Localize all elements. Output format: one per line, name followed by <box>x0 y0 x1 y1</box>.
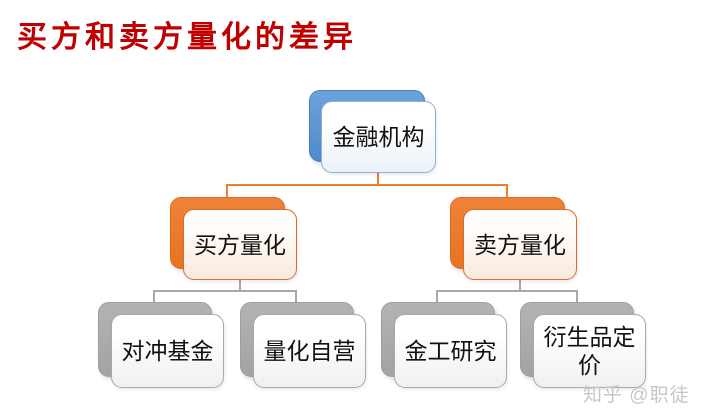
connector-segment <box>226 184 228 198</box>
node-derivatives-pricing: 衍生品定价 <box>520 302 646 388</box>
connector-segment <box>153 290 155 303</box>
connector-segment <box>153 290 296 292</box>
connector-segment <box>239 278 241 291</box>
node-label: 对冲基金 <box>121 338 214 364</box>
node-card: 金融机构 <box>321 101 436 173</box>
connector-segment <box>227 184 508 186</box>
node-card: 买方量化 <box>183 209 297 280</box>
node-financial-engineering-research: 金工研究 <box>381 302 507 388</box>
node-card: 卖方量化 <box>463 209 577 280</box>
connector-segment <box>506 184 508 198</box>
node-buy-side-quant: 买方量化 <box>170 197 297 281</box>
node-card: 量化自营 <box>253 314 366 388</box>
node-label: 买方量化 <box>194 231 286 258</box>
node-label: 卖方量化 <box>474 231 566 258</box>
node-label: 金融机构 <box>332 124 425 150</box>
connector-segment <box>436 290 578 292</box>
connector-segment <box>377 171 379 186</box>
connector-segment <box>519 278 521 291</box>
node-label: 金工研究 <box>404 338 497 364</box>
connector-segment <box>295 290 297 303</box>
node-quant-prop-trading: 量化自营 <box>240 302 366 388</box>
watermark: 知乎 @职徒 <box>583 385 690 406</box>
connector-segment <box>576 290 578 303</box>
connector-segment <box>436 290 438 303</box>
node-financial-institution: 金融机构 <box>309 90 436 173</box>
node-sell-side-quant: 卖方量化 <box>450 197 577 281</box>
node-label: 量化自营 <box>263 338 356 364</box>
node-card: 对冲基金 <box>111 314 224 388</box>
node-card: 衍生品定价 <box>533 314 646 388</box>
node-label: 衍生品定价 <box>543 324 636 378</box>
node-card: 金工研究 <box>394 314 507 388</box>
page-title: 买方和卖方量化的差异 <box>17 21 357 54</box>
node-hedge-fund: 对冲基金 <box>98 302 224 388</box>
